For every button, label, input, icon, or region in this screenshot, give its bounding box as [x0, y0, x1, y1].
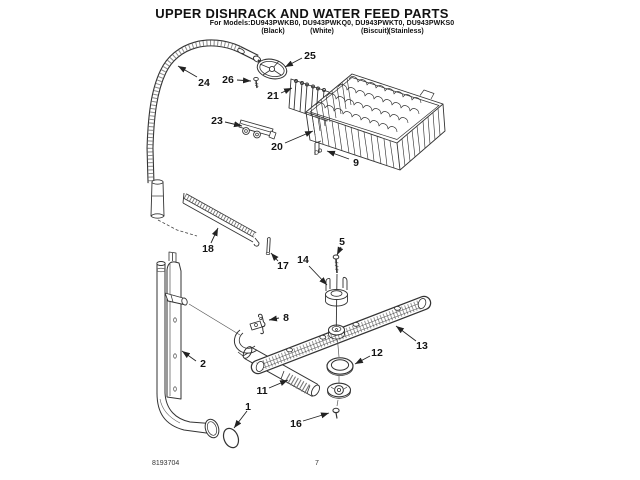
tube-clamp: [233, 320, 263, 357]
callout-label: 21: [267, 90, 279, 102]
callout-label: 25: [304, 50, 316, 62]
callout-label: 5: [339, 236, 345, 248]
pin-17: [265, 237, 271, 256]
bearing-hub: [326, 376, 352, 399]
callout-20: 20: [271, 130, 314, 153]
page-title: UPPER DISHRACK AND WATER FEED PARTS: [155, 6, 449, 21]
callout-26: 26: [222, 74, 252, 86]
seal-ring: [326, 339, 354, 376]
sprayer-head: [256, 58, 288, 80]
callout-label: 2: [200, 358, 206, 370]
callout-13: 13: [395, 325, 428, 352]
doc-number: 8193704: [152, 460, 180, 467]
callout-label: 13: [416, 340, 428, 352]
callout-label: 23: [211, 115, 223, 127]
callout-label: 14: [297, 254, 309, 266]
callout-14: 14: [297, 254, 328, 286]
page-number: 7: [315, 460, 319, 467]
callout-11: 11: [256, 379, 289, 397]
callout-18: 18: [202, 227, 219, 255]
callout-label: 20: [271, 141, 283, 153]
callout-label: 12: [371, 347, 383, 359]
spray-arm: [250, 295, 432, 375]
color-label-biscuit: (Biscuit): [361, 28, 389, 35]
callout-label: 9: [353, 157, 359, 169]
rack-clip-9: [314, 140, 322, 155]
screw-5: [332, 254, 340, 327]
callout-21: 21: [267, 87, 293, 102]
callout-2: 2: [181, 350, 206, 370]
callout-label: 17: [277, 260, 289, 272]
track-rail: [182, 192, 260, 247]
callout-25: 25: [284, 50, 316, 68]
callout-1: 1: [233, 401, 251, 429]
screw-16: [332, 399, 340, 419]
models-line: For Models:DU943PWKB0, DU943PWKQ0, DU943…: [209, 20, 455, 27]
callout-label: 18: [202, 243, 214, 255]
roller-bracket: [238, 119, 277, 140]
callout-label: 1: [245, 401, 251, 413]
callout-label: 8: [283, 312, 289, 324]
callout-label: 24: [198, 77, 210, 89]
callout-label: 11: [256, 385, 267, 397]
callout-9: 9: [326, 150, 359, 169]
callout-17: 17: [270, 252, 289, 272]
water-feed-hose: [146, 39, 264, 237]
callout-label: 26: [222, 74, 234, 86]
clip-8: [257, 313, 266, 335]
callout-16: 16: [290, 412, 330, 430]
o-ring: [222, 427, 240, 449]
color-label-black: (Black): [261, 28, 285, 35]
callout-24: 24: [177, 65, 210, 89]
callout-label: 16: [290, 418, 302, 430]
callout-23: 23: [211, 115, 243, 128]
callout-5: 5: [336, 236, 345, 256]
callout-12: 12: [354, 347, 383, 365]
color-label-stainless: (Stainless): [388, 28, 424, 35]
callout-layer: 24 26 25 21 23 20 9 18 17 14 5 2 8 13 12…: [177, 50, 428, 430]
screw-26: [253, 76, 259, 89]
upper-dishrack-basket: [305, 73, 446, 171]
callout-8: 8: [268, 312, 289, 324]
feed-tube-assembly: [156, 251, 241, 439]
color-label-white: (White): [310, 28, 334, 35]
